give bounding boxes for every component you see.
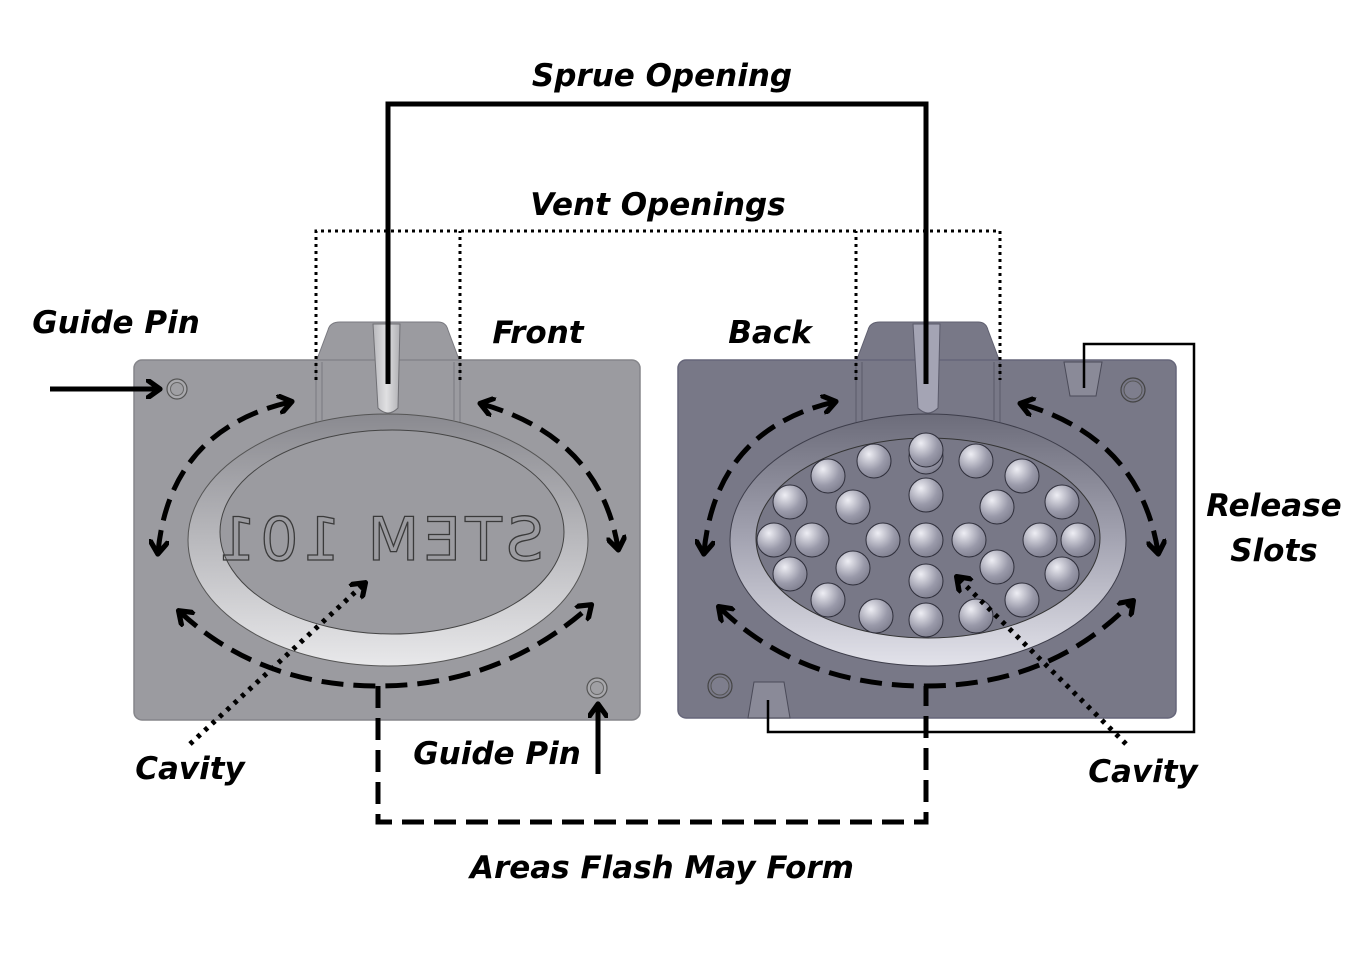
dimple — [1004, 458, 1040, 494]
dimple — [908, 602, 944, 638]
areas-flash-label: Areas Flash May Form — [467, 850, 854, 886]
dimple — [1060, 522, 1096, 558]
front-label: Front — [492, 315, 584, 351]
vent-leader-lines — [314, 229, 1002, 380]
dimple — [1022, 522, 1058, 558]
dimple — [858, 598, 894, 634]
dimple — [835, 550, 871, 586]
dimple — [908, 563, 944, 599]
flash-leader-line — [375, 686, 929, 825]
dimple — [979, 489, 1015, 525]
dimple — [951, 522, 987, 558]
guide-pin-hole-top-right — [1120, 377, 1146, 403]
dimple — [794, 522, 830, 558]
release-slots-label-line2: Slots — [1230, 533, 1318, 569]
dimple — [756, 522, 792, 558]
dimple — [1044, 556, 1080, 592]
flash-arrows-front — [158, 402, 618, 689]
dimple — [1044, 484, 1080, 520]
dimple — [856, 443, 892, 479]
sprue-leader-line — [385, 101, 929, 384]
cavity-label-left: Cavity — [135, 751, 246, 787]
guide-pin-hole-bottom-left — [707, 673, 733, 699]
sprue-opening-label: Sprue Opening — [532, 58, 792, 94]
dimple — [958, 598, 994, 634]
guide-pin-hole-bottom-right — [586, 677, 608, 699]
dimple — [772, 556, 808, 592]
guide-pin-hole-top-left — [166, 378, 188, 400]
guide-pin-label-top: Guide Pin — [32, 305, 200, 341]
dimple — [835, 489, 871, 525]
release-slots-label-line1: Release — [1206, 488, 1341, 524]
release-slots-leader-line — [766, 342, 1196, 734]
dimple — [810, 458, 846, 494]
vent-openings-label: Vent Openings — [530, 187, 785, 223]
dimple — [865, 522, 901, 558]
dimple — [958, 443, 994, 479]
dimple — [908, 432, 944, 468]
dimple — [772, 484, 808, 520]
dimple — [1004, 582, 1040, 618]
dimple — [908, 522, 944, 558]
dimple — [908, 477, 944, 513]
dimple — [979, 549, 1015, 585]
guide-pin-label-bottom: Guide Pin — [413, 736, 581, 772]
engraved-text: STEM 101 — [214, 505, 544, 575]
back-label: Back — [728, 315, 814, 351]
cavity-label-right: Cavity — [1088, 754, 1199, 790]
dimple — [810, 582, 846, 618]
